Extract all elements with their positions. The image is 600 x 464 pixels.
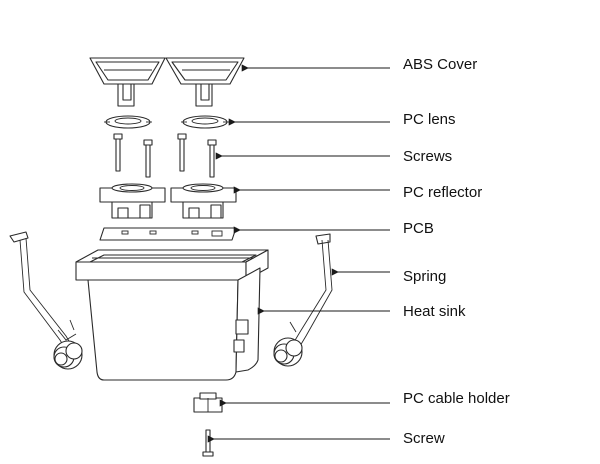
screw-2	[143, 139, 153, 178]
heat-sink-housing	[75, 249, 269, 381]
screw-4	[207, 139, 217, 178]
label-pc-cable-holder: PC cable holder	[403, 390, 510, 407]
abs-cover-left	[89, 57, 166, 107]
spring-left	[9, 231, 83, 370]
label-screws: Screws	[403, 148, 453, 165]
pc-reflector-right	[170, 183, 237, 219]
bottom-screw	[202, 429, 214, 457]
pc-lens-right	[181, 115, 229, 129]
abs-cover-right	[165, 57, 245, 107]
label-spring: Spring	[403, 268, 447, 285]
label-pc-lens: PC lens	[403, 111, 456, 128]
pc-cable-holder	[193, 392, 223, 413]
label-pcb: PCB	[403, 220, 434, 237]
pcb-board	[99, 227, 237, 241]
spring-right	[273, 233, 333, 367]
label-screw: Screw	[403, 430, 445, 447]
label-heat-sink: Heat sink	[403, 303, 466, 320]
label-abs-cover: ABS Cover	[403, 56, 478, 73]
label-pc-reflector: PC reflector	[403, 184, 483, 201]
screw-3	[177, 133, 187, 172]
screw-1	[113, 133, 123, 172]
pc-reflector-left	[99, 183, 166, 219]
pc-lens-left	[104, 115, 152, 129]
